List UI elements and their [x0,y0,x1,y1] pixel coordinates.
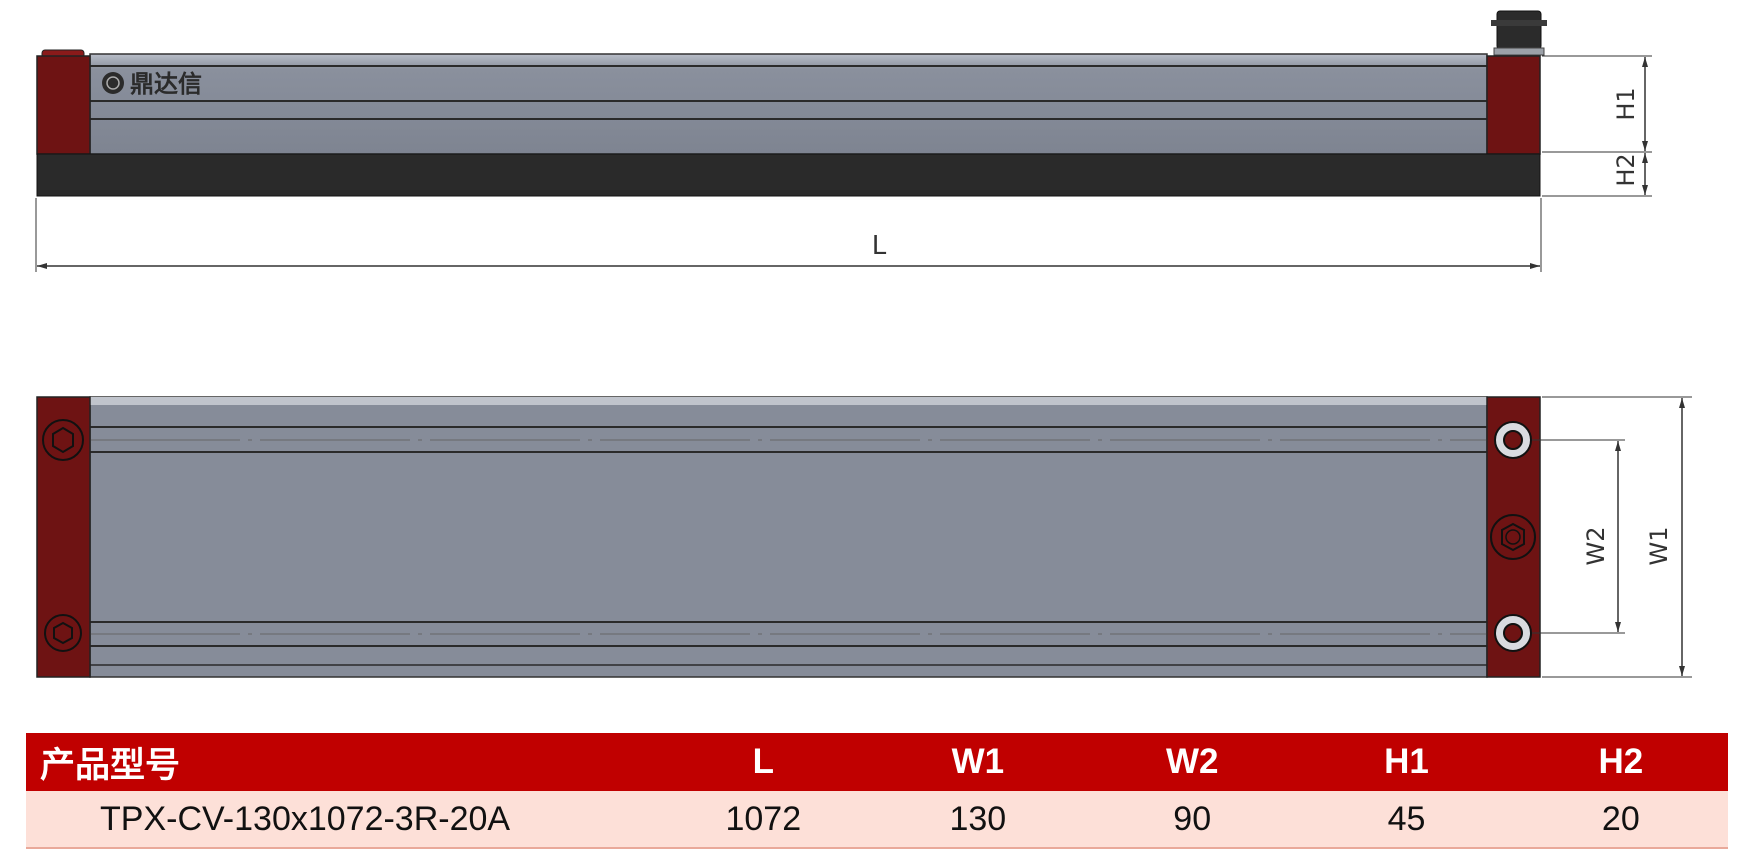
dim-label-width1: W1 [1645,527,1673,566]
brand-logo-text: 鼎达信 [130,70,202,98]
dim-label-height1: H1 [1612,87,1640,120]
header-h1: H1 [1299,733,1514,791]
port-fitting-icon [1494,614,1532,652]
side-view: 鼎达信 L H1 H2 [35,10,1652,272]
spec-table-header: 产品型号 L W1 W2 H1 H2 [26,733,1728,791]
spec-table: 产品型号 L W1 W2 H1 H2 TPX-CV-130x1072-3R-20… [26,733,1728,849]
dim-label-length: L [872,231,887,261]
cell-model: TPX-CV-130x1072-3R-20A [26,791,657,849]
side-right-end-cap [1486,55,1541,155]
cell-w1: 130 [870,791,1086,849]
table-row: TPX-CV-130x1072-3R-20A 1072 130 90 45 20 [26,791,1728,849]
dim-label-height2: H2 [1612,153,1640,186]
header-h2: H2 [1513,733,1728,791]
top-view: W2 W1 [36,396,1692,678]
air-fitting-icon [1491,10,1547,56]
header-model: 产品型号 [26,733,657,791]
brand-logo-icon [102,72,124,94]
cell-l: 1072 [656,791,871,849]
side-base [36,153,1541,197]
cell-h2: 20 [1513,791,1728,849]
dim-label-width2: W2 [1582,527,1610,566]
hex-screw-icon [44,614,82,652]
port-fitting-icon [1490,514,1536,560]
brand-logo: 鼎达信 [102,70,202,98]
hex-screw-icon [42,419,84,461]
port-fitting-icon [1494,421,1532,459]
cell-h1: 45 [1299,791,1514,849]
side-left-end-cap [36,55,91,155]
header-w2: W2 [1085,733,1300,791]
header-w1: W1 [870,733,1086,791]
top-body [89,396,1488,678]
side-body [89,53,1488,155]
header-l: L [656,733,871,791]
cell-w2: 90 [1085,791,1300,849]
